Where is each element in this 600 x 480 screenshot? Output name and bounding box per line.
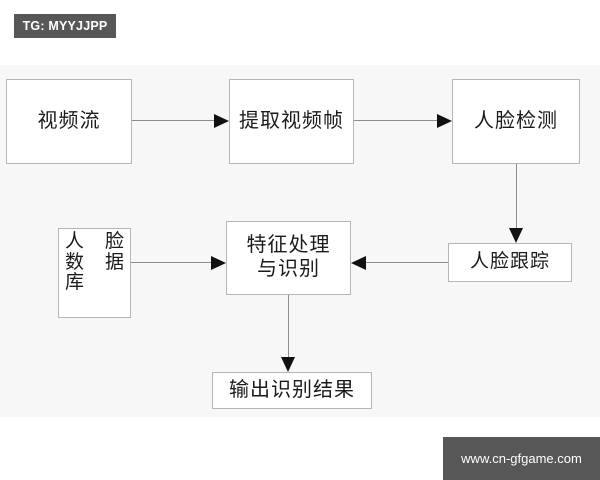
node-face-detect-label: 人脸检测 (474, 109, 558, 132)
edge-video-stream-to-extract-frame (132, 120, 214, 121)
node-video-stream-label: 视频流 (37, 109, 101, 132)
node-face-track-label: 人脸跟踪 (469, 251, 550, 273)
node-output-result: 输出识别结果 (212, 372, 372, 409)
telegram-watermark-text: TG: MYYJJPP (22, 19, 108, 33)
arrowhead-left-icon (351, 256, 366, 270)
diagram-canvas-inner: 视频流 提取视频帧 人脸检测 人脸跟踪 特征处理 与识别 脸据 人数库 (0, 65, 600, 417)
node-face-database-column-right: 脸据 (104, 231, 124, 273)
telegram-watermark-badge: TG: MYYJJPP (14, 14, 116, 38)
node-face-database: 脸据 人数库 (58, 228, 131, 318)
edge-feature-to-output (288, 295, 289, 358)
node-output-result-label: 输出识别结果 (229, 378, 355, 401)
site-watermark-text: www.cn-gfgame.com (461, 451, 582, 466)
diagram-canvas: 视频流 提取视频帧 人脸检测 人脸跟踪 特征处理 与识别 脸据 人数库 (0, 65, 600, 417)
node-face-track: 人脸跟踪 (448, 243, 572, 282)
arrowhead-right-icon (211, 256, 226, 270)
arrowhead-down-icon (509, 228, 523, 243)
arrowhead-right-icon (437, 114, 452, 128)
node-extract-frame: 提取视频帧 (229, 79, 354, 164)
edge-face-db-to-feature (131, 262, 211, 263)
node-face-database-column-left: 人数库 (65, 231, 85, 294)
arrowhead-right-icon (214, 114, 229, 128)
node-extract-frame-label: 提取视频帧 (239, 109, 344, 132)
arrowhead-down-icon (281, 357, 295, 372)
site-watermark-badge: www.cn-gfgame.com (443, 437, 600, 480)
node-feature-processing-label: 特征处理 与识别 (246, 234, 331, 280)
edge-face-track-to-feature (366, 262, 448, 263)
edge-face-detect-to-face-track (516, 164, 517, 229)
node-feature-processing: 特征处理 与识别 (226, 221, 351, 295)
node-video-stream: 视频流 (6, 79, 132, 164)
node-face-detect: 人脸检测 (452, 79, 580, 164)
node-face-database-vertical-label: 脸据 人数库 (65, 231, 124, 314)
edge-extract-frame-to-face-detect (354, 120, 437, 121)
